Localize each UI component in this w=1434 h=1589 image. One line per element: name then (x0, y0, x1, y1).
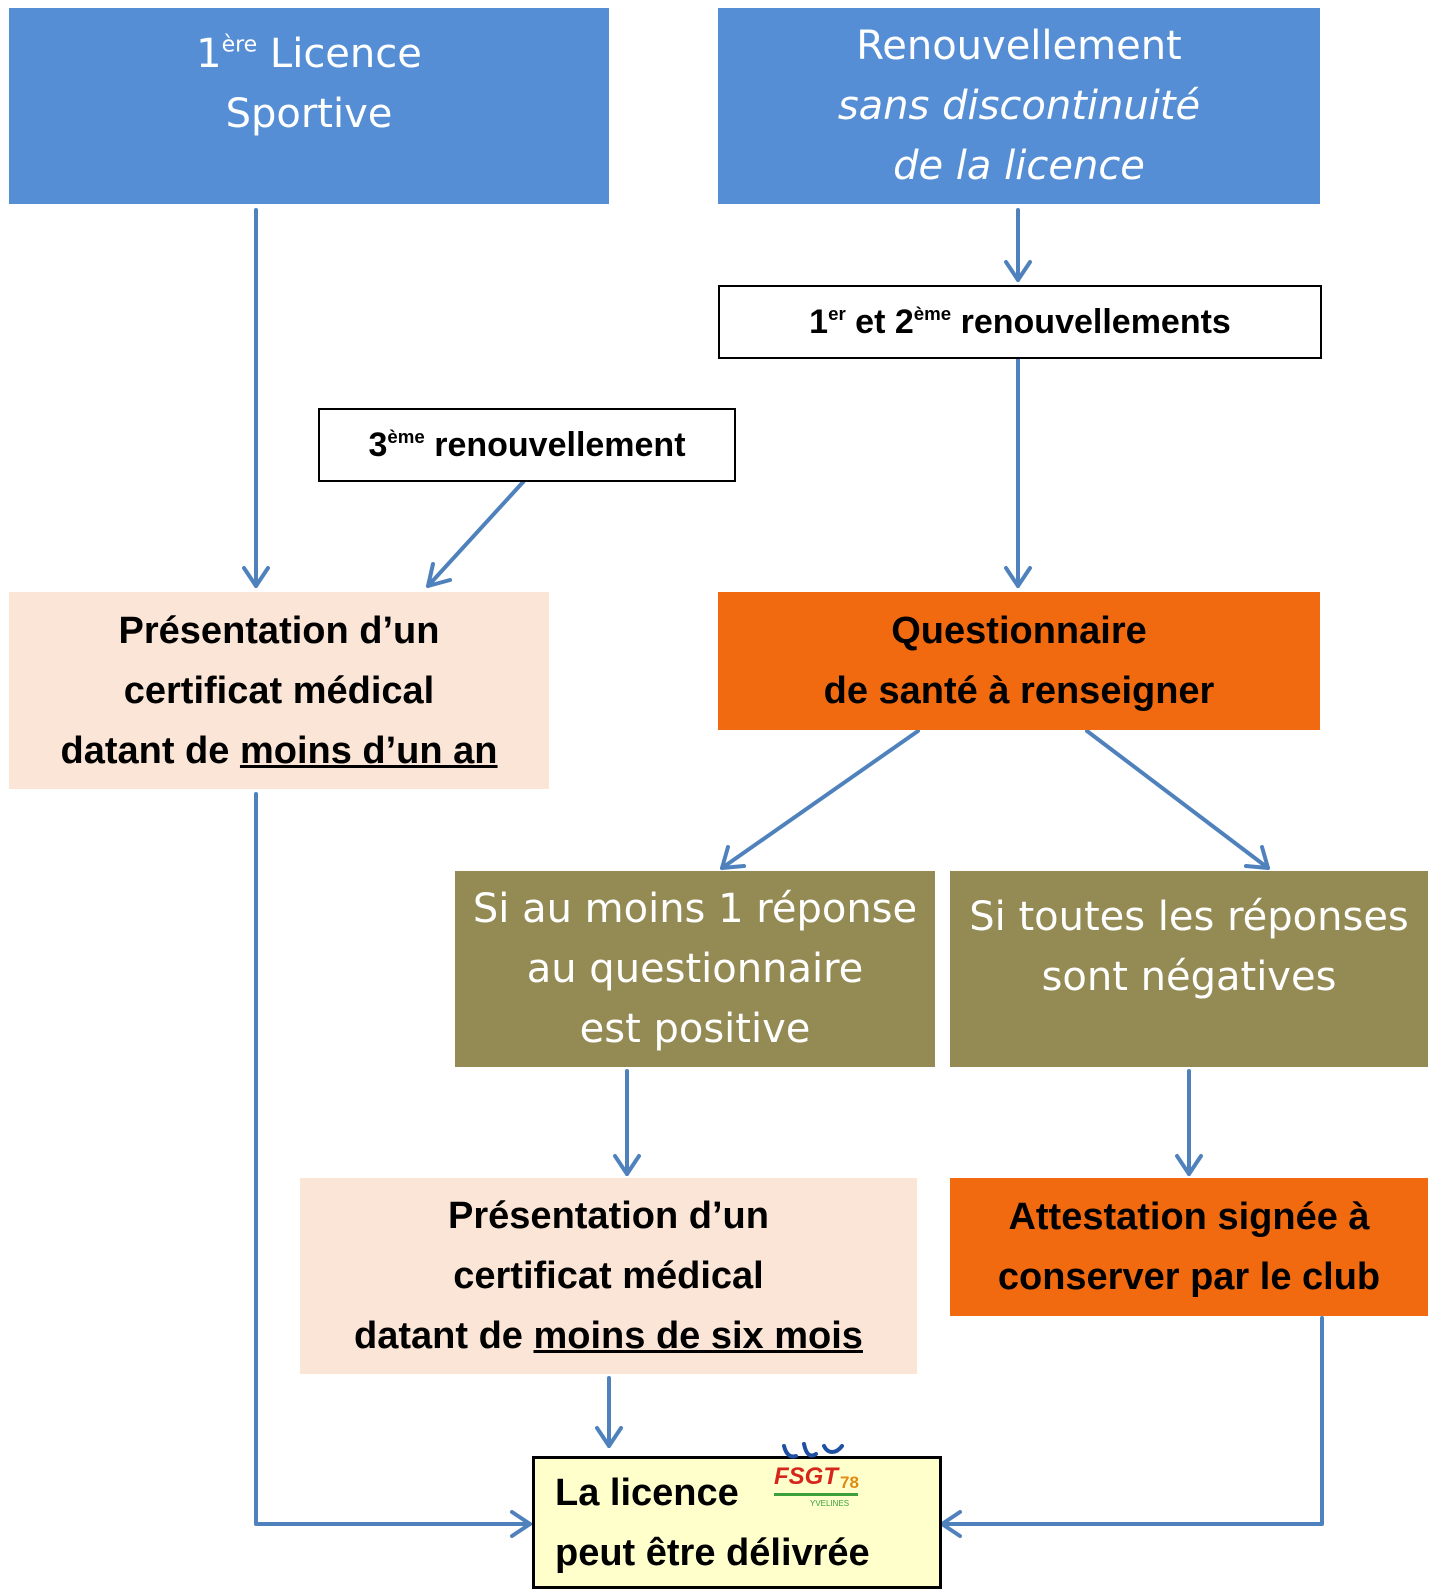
logo-subtitle: YVELINES (810, 1499, 849, 1508)
positive-line2: au questionnaire (526, 946, 864, 992)
arrow-positive-to-certificate-six-months (613, 1069, 641, 1176)
renewal-box: Renouvellement sans discontinuité de la … (718, 8, 1320, 204)
fsgt-logo-icon: FSGT 78 YVELINES (774, 1442, 859, 1508)
certificate-six-months-box: Présentation d’un certificat médical dat… (300, 1178, 917, 1374)
renewal-line3: de la licence (893, 143, 1145, 189)
first-licence-box: 1ère Licence Sportive (9, 8, 609, 204)
questionnaire-line1: Questionnaire (891, 610, 1147, 652)
certificate-six-months-line1: Présentation d’un (448, 1195, 769, 1237)
first-licence-line2: Sportive (225, 91, 393, 137)
certificate-one-year-box: Présentation d’un certificat médical dat… (9, 592, 549, 789)
questionnaire-line2: de santé à renseigner (823, 670, 1215, 712)
first-licence-line1: 1ère Licence (196, 31, 422, 77)
final-line1: La licence (555, 1471, 739, 1514)
final-line2: peut être délivrée (555, 1531, 870, 1574)
questionnaire-box: Questionnaire de santé à renseigner (718, 592, 1320, 730)
renewal-line2: sans discontinuité (837, 83, 1201, 129)
renewal-line1: Renouvellement (856, 23, 1182, 69)
arrow-renewal-3-to-certificate (426, 479, 526, 588)
logo-text: FSGT (774, 1463, 840, 1490)
arrow-certificate-six-months-to-final (595, 1376, 623, 1448)
arrow-renewals-1-2-to-questionnaire (1004, 355, 1032, 588)
arrow-negative-to-attestation (1175, 1069, 1203, 1176)
arrow-questionnaire-to-negative (1085, 729, 1270, 870)
certificate-one-year-line3: datant de moins d’un an (60, 729, 498, 772)
positive-answer-box: Si au moins 1 réponse au questionnaire e… (455, 871, 935, 1067)
attestation-line1: Attestation signée à (1008, 1196, 1370, 1238)
renewal-3-label: 3ème renouvellement (368, 425, 686, 464)
positive-line1: Si au moins 1 réponse (472, 886, 918, 932)
logo-number: 78 (840, 1473, 859, 1492)
positive-line3: est positive (579, 1006, 811, 1052)
arrow-questionnaire-to-positive (720, 729, 920, 870)
certificate-six-months-line3: datant de moins de six mois (354, 1315, 863, 1357)
certificate-one-year-line2: certificat médical (123, 669, 435, 712)
renewals-1-2-box: 1er et 2ème renouvellements (718, 285, 1322, 359)
final-licence-box: La licence peut être délivrée (532, 1456, 942, 1589)
certificate-one-year-line1: Présentation d’un (118, 609, 440, 652)
renewal-3-box: 3ème renouvellement (318, 408, 736, 482)
arrow-attestation-to-final (940, 1316, 1324, 1538)
negative-line1: Si toutes les réponses (969, 894, 1409, 940)
arrow-renewal-to-renewals-1-2 (1004, 208, 1032, 282)
renewals-1-2-label: 1er et 2ème renouvellements (809, 302, 1231, 341)
attestation-box: Attestation signée à conserver par le cl… (950, 1178, 1428, 1316)
attestation-line2: conserver par le club (997, 1256, 1381, 1298)
negative-answer-box: Si toutes les réponses sont négatives (950, 871, 1428, 1067)
certificate-six-months-line2: certificat médical (453, 1255, 764, 1297)
negative-line2: sont négatives (1041, 954, 1337, 1000)
arrow-first-licence-to-certificate (242, 208, 270, 588)
